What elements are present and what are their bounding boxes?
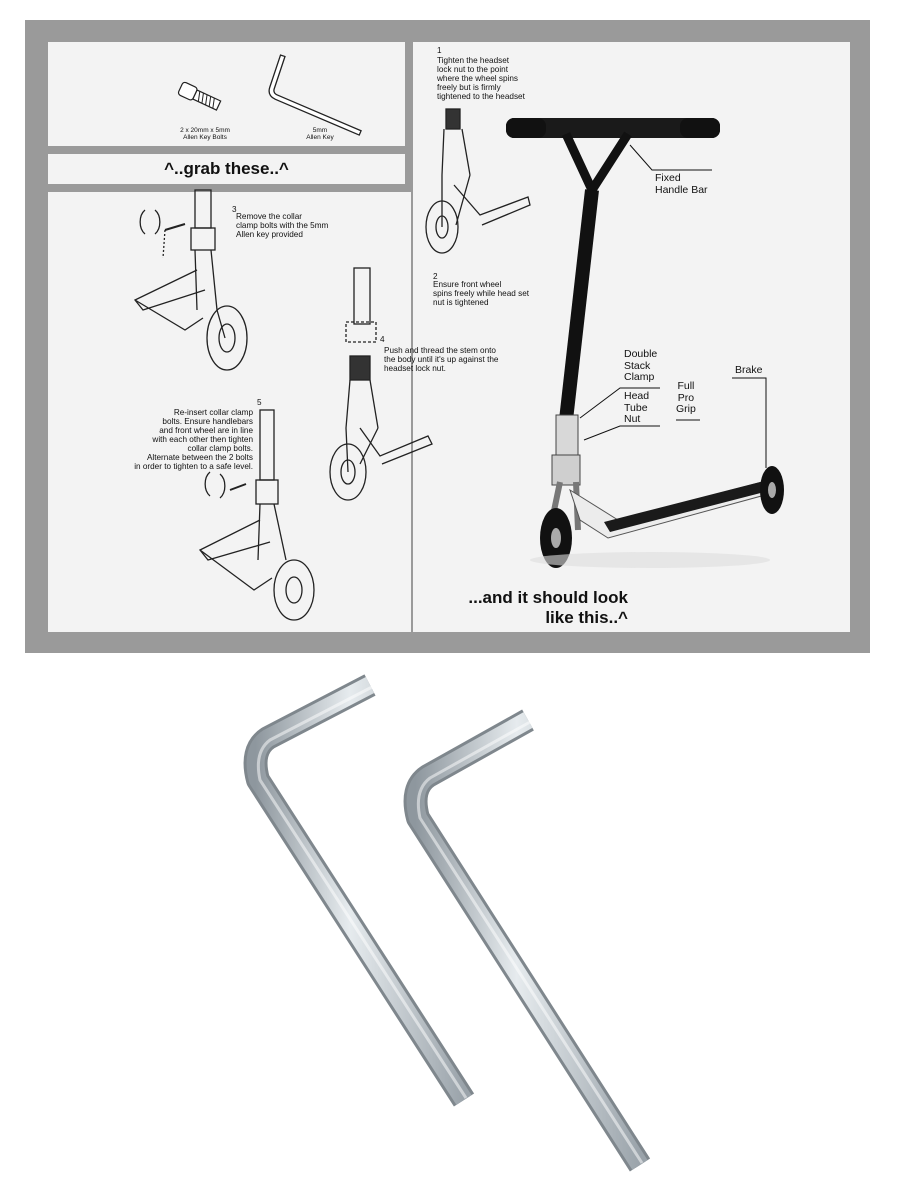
brake-callout: Brake [735, 364, 763, 376]
step5-text: Re-insert collar clamp bolts. Ensure han… [134, 408, 253, 472]
step2-text: Ensure front wheel spins freely while he… [433, 280, 530, 308]
step4-text: Push and thread the stem onto the body u… [384, 346, 499, 374]
bolts-label: 2 x 20mm x 5mm Allen Key Bolts [180, 127, 230, 142]
allen-key-illustration [268, 54, 362, 136]
key-label: 5mm Allen Key [306, 127, 334, 142]
handle-bar-callout: Fixed Handle Bar [655, 172, 708, 196]
scooter-illustration [506, 118, 784, 568]
bolts-illustration [177, 81, 222, 111]
step1-illustration [425, 108, 531, 254]
step3-number: 3 [232, 205, 237, 214]
result-panel [413, 42, 850, 632]
steps-panel [48, 192, 411, 632]
callout-lines [579, 144, 767, 468]
step3-text: Remove the collar clamp bolts with the 5… [236, 212, 329, 240]
step4-illustration [329, 267, 433, 501]
grip-callout: Full Pro Grip [676, 380, 696, 416]
step2-number: 2 [433, 272, 438, 281]
step1-text: Tighten the headset lock nut to the poin… [437, 56, 525, 102]
step5-number: 5 [257, 398, 262, 407]
step4-number: 4 [380, 335, 385, 344]
step3-illustration [133, 189, 248, 371]
grab-caption: ^..grab these..^ [164, 159, 289, 178]
allen-key-right [403, 709, 651, 1172]
allen-keys-photo [243, 674, 651, 1172]
clamp-callout: Double Stack Clamp [624, 348, 658, 384]
head-tube-callout: Head Tube Nut [624, 390, 650, 426]
result-caption: ...and it should look like this..^ [468, 588, 628, 628]
grab-caption-panel [48, 154, 405, 184]
step5-illustration [198, 409, 315, 621]
allen-key-left [243, 674, 475, 1107]
step1-number: 1 [437, 46, 442, 55]
